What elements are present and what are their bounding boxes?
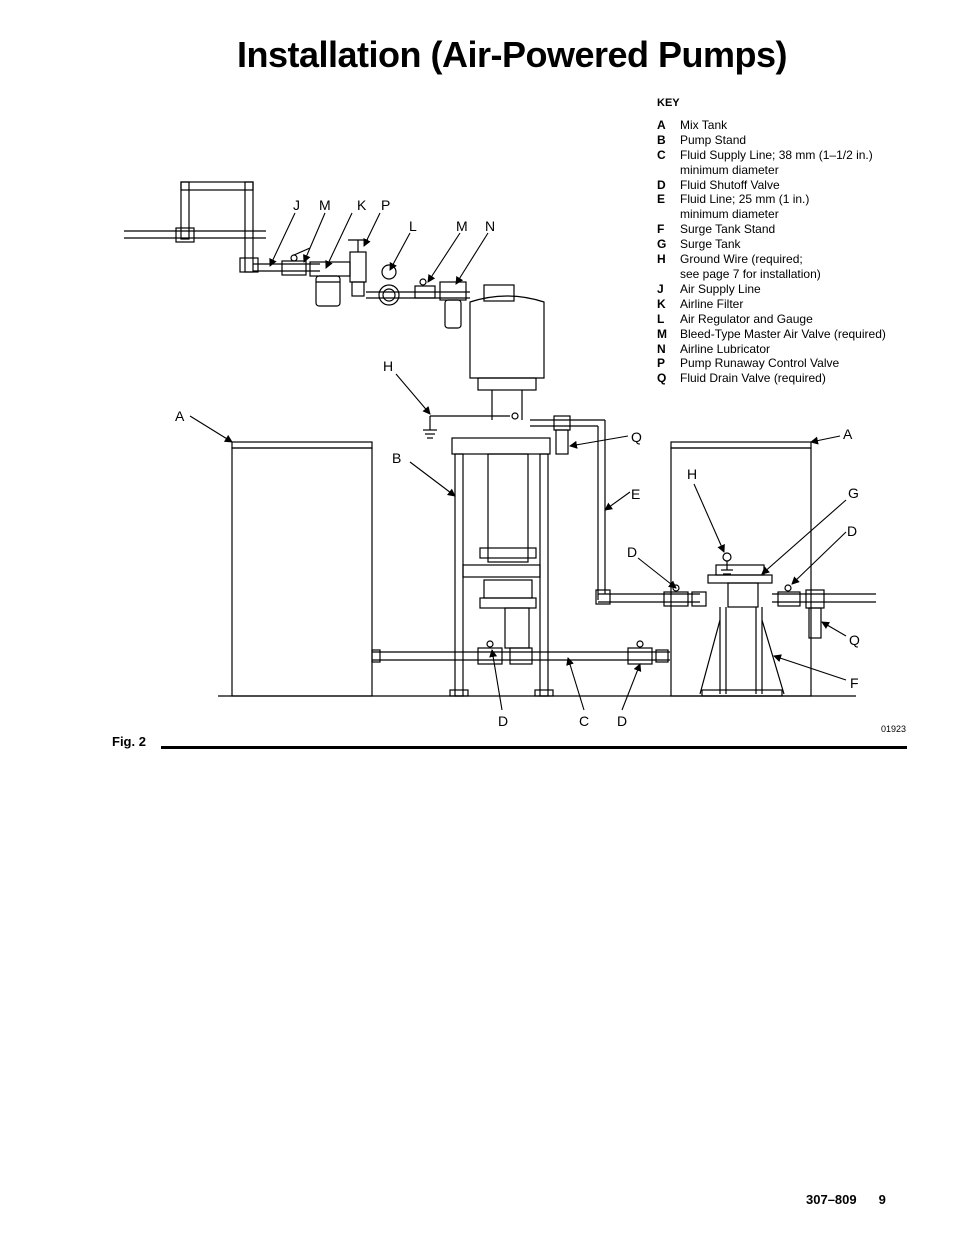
- callout-q: Q: [631, 429, 642, 445]
- key-text: Surge Tank: [680, 237, 741, 252]
- key-item: E Fluid Line; 25 mm (1 in.): [657, 192, 886, 207]
- key-text: minimum diameter: [680, 162, 779, 177]
- key-legend: KEY A Mix Tank B Pump Stand C Fluid Supply …: [657, 96, 886, 386]
- callout-p: P: [381, 197, 390, 213]
- key-item: J Air Supply Line: [657, 282, 886, 297]
- mix-tank-left: [231, 441, 373, 697]
- callout-b: B: [392, 450, 401, 466]
- callout-c: C: [579, 713, 589, 729]
- page-number: 9: [878, 1192, 886, 1207]
- key-item-continued: see page 7 for installation): [657, 267, 886, 282]
- runaway-valve: [348, 239, 368, 297]
- key-text: Airline Filter: [680, 296, 744, 311]
- doc-number: 307–809: [806, 1192, 857, 1207]
- callout-h: H: [687, 466, 697, 482]
- key-letter: G: [657, 237, 667, 252]
- air-supply-line: [124, 181, 320, 273]
- key-text: Fluid Shutoff Valve: [680, 177, 780, 192]
- callout-d: D: [498, 713, 508, 729]
- fluid-line: [530, 415, 700, 605]
- key-letter: D: [657, 177, 666, 192]
- key-item: C Fluid Supply Line; 38 mm (1–1/2 in.): [657, 148, 886, 163]
- fluid-supply-line: [371, 640, 670, 665]
- callout-j: J: [293, 197, 300, 213]
- drawing-number: 01923: [881, 724, 907, 734]
- pump-stand: [449, 437, 554, 697]
- figure-rule: [161, 746, 907, 749]
- callout-f: F: [850, 675, 859, 691]
- air-motor: [469, 295, 545, 420]
- callout-q: Q: [849, 632, 860, 648]
- key-item: B Pump Stand: [657, 133, 886, 148]
- airline-filter: [309, 261, 351, 307]
- callout-d: D: [627, 544, 637, 560]
- key-text: see page 7 for installation): [680, 266, 821, 281]
- key-item: Q Fluid Drain Valve (required): [657, 371, 886, 386]
- leader-lines: [189, 212, 847, 711]
- callout-e: E: [631, 486, 640, 502]
- callout-m: M: [319, 197, 331, 213]
- key-text: Pump Stand: [680, 132, 747, 147]
- key-text: Mix Tank: [680, 117, 728, 132]
- key-item: F Surge Tank Stand: [657, 222, 886, 237]
- callout-h: H: [383, 358, 393, 374]
- key-letter: J: [657, 281, 664, 296]
- page-footer: 307–809 9: [806, 1192, 886, 1207]
- key-letter: K: [657, 296, 666, 311]
- key-text: Airline Lubricator: [680, 341, 771, 356]
- bleed-valve: [281, 247, 311, 276]
- key-letter: A: [657, 117, 666, 132]
- key-letter: H: [657, 252, 666, 267]
- key-text: Bleed-Type Master Air Valve (required): [680, 326, 886, 341]
- key-letter: E: [657, 192, 666, 207]
- figure-label: Fig. 2: [112, 734, 146, 749]
- key-item: A Mix Tank: [657, 118, 886, 133]
- page-title: Installation (Air-Powered Pumps): [236, 34, 788, 75]
- key-item: L Air Regulator and Gauge: [657, 312, 886, 327]
- callout-a: A: [843, 426, 853, 442]
- key-text: Fluid Line; 25 mm (1 in.): [680, 192, 810, 207]
- key-item: D Fluid Shutoff Valve: [657, 178, 886, 193]
- key-text: Pump Runaway Control Valve: [680, 356, 840, 371]
- surge-valves: [663, 584, 876, 639]
- key-text: Fluid Drain Valve (required): [680, 371, 826, 386]
- key-letter: C: [657, 147, 666, 162]
- lubricator: [414, 278, 515, 329]
- key-letter: N: [657, 341, 666, 356]
- callout-m: M: [456, 218, 468, 234]
- key-item: G Surge Tank: [657, 237, 886, 252]
- key-letter: B: [657, 132, 666, 147]
- key-letter: P: [657, 356, 666, 371]
- key-item: H Ground Wire (required;: [657, 252, 886, 267]
- callout-l: L: [409, 218, 417, 234]
- key-title: KEY: [657, 97, 680, 109]
- key-item: M Bleed-Type Master Air Valve (required): [657, 327, 886, 342]
- surge-tank-assembly: [699, 552, 785, 697]
- callout-a: A: [175, 408, 185, 424]
- key-text: Air Supply Line: [680, 281, 761, 296]
- callout-n: N: [485, 218, 495, 234]
- key-letter: L: [657, 311, 665, 326]
- callout-k: K: [357, 197, 367, 213]
- callout-d: D: [617, 713, 627, 729]
- key-text: minimum diameter: [680, 207, 779, 222]
- key-item-continued: minimum diameter: [657, 163, 886, 178]
- callout-d: D: [847, 523, 857, 539]
- installation-diagram: J M K P L M N H A B Q E A H G D D Q F D …: [124, 181, 876, 729]
- callout-g: G: [848, 485, 859, 501]
- key-text: Surge Tank Stand: [680, 222, 776, 237]
- key-letter: Q: [657, 371, 667, 386]
- key-item-continued: minimum diameter: [657, 207, 886, 222]
- key-item: N Airline Lubricator: [657, 342, 886, 357]
- key-letter: M: [657, 326, 667, 341]
- key-item: P Pump Runaway Control Valve: [657, 356, 886, 371]
- key-text: Fluid Supply Line; 38 mm (1–1/2 in.): [680, 147, 873, 162]
- key-text: Air Regulator and Gauge: [680, 311, 813, 326]
- key-item: K Airline Filter: [657, 297, 886, 312]
- key-text: Ground Wire (required;: [680, 252, 803, 267]
- key-letter: F: [657, 222, 665, 237]
- ground-wire-pump: [423, 412, 519, 439]
- air-regulator: [366, 264, 470, 306]
